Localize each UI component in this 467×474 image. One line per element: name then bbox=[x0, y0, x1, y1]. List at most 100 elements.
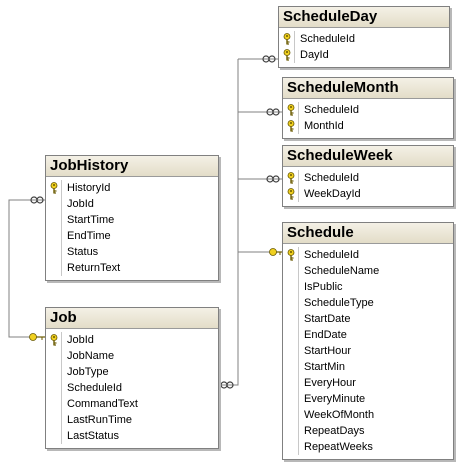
column-row[interactable]: ScheduleType bbox=[283, 295, 453, 311]
column-row[interactable]: EveryMinute bbox=[283, 391, 453, 407]
column-name: JobId bbox=[67, 334, 94, 346]
column-row[interactable]: HistoryId bbox=[46, 180, 218, 196]
column-row[interactable]: EveryHour bbox=[283, 375, 453, 391]
column-name: StartDate bbox=[304, 313, 351, 325]
primary-key-icon bbox=[283, 118, 299, 134]
column-row[interactable]: CommandText bbox=[46, 396, 218, 412]
column-name: StartTime bbox=[67, 214, 115, 226]
primary-key-icon bbox=[283, 170, 299, 186]
many-end-marker bbox=[30, 196, 44, 204]
table-title[interactable]: ScheduleWeek bbox=[283, 146, 453, 167]
column-name: JobName bbox=[67, 350, 115, 362]
relationship-jobhistory-job[interactable] bbox=[8, 199, 45, 338]
primary-key-icon bbox=[279, 31, 295, 47]
column-row[interactable]: ScheduleId bbox=[46, 380, 218, 396]
column-row[interactable]: ScheduleId bbox=[283, 170, 453, 186]
table-title[interactable]: Schedule bbox=[283, 223, 453, 244]
column-selector bbox=[46, 260, 62, 276]
table-title[interactable]: Job bbox=[46, 308, 218, 329]
primary-key-icon bbox=[283, 247, 299, 263]
column-name: LastRunTime bbox=[67, 414, 133, 426]
column-row[interactable]: Status bbox=[46, 244, 218, 260]
column-selector bbox=[46, 348, 62, 364]
column-name: ReturnText bbox=[67, 262, 121, 274]
one-end-key-icon bbox=[269, 248, 283, 256]
primary-key-icon bbox=[46, 180, 62, 196]
column-selector bbox=[46, 228, 62, 244]
column-row[interactable]: ScheduleId bbox=[283, 102, 453, 118]
column-row[interactable]: EndDate bbox=[283, 327, 453, 343]
relationship-job-schedule[interactable] bbox=[218, 251, 272, 386]
column-row[interactable]: EndTime bbox=[46, 228, 218, 244]
column-row[interactable]: ReturnText bbox=[46, 260, 218, 276]
column-row[interactable]: JobName bbox=[46, 348, 218, 364]
many-end-marker bbox=[262, 55, 276, 63]
column-selector bbox=[283, 279, 299, 295]
column-row[interactable]: JobType bbox=[46, 364, 218, 380]
primary-key-icon bbox=[46, 332, 62, 348]
column-selector bbox=[46, 364, 62, 380]
many-end-marker bbox=[266, 175, 280, 183]
one-end-key-icon bbox=[29, 333, 45, 341]
column-selector bbox=[283, 295, 299, 311]
column-name: ScheduleId bbox=[300, 33, 356, 45]
column-row[interactable]: StartHour bbox=[283, 343, 453, 359]
primary-key-icon bbox=[283, 102, 299, 118]
primary-key-icon bbox=[279, 47, 295, 63]
column-row[interactable]: IsPublic bbox=[283, 279, 453, 295]
column-name: ScheduleId bbox=[67, 382, 123, 394]
column-selector bbox=[46, 428, 62, 444]
column-name: JobType bbox=[67, 366, 109, 378]
column-row[interactable]: JobId bbox=[46, 196, 218, 212]
many-end-marker bbox=[220, 381, 234, 389]
table-title[interactable]: ScheduleMonth bbox=[283, 78, 453, 99]
column-selector bbox=[283, 439, 299, 455]
table-title[interactable]: JobHistory bbox=[46, 156, 218, 177]
column-row[interactable]: ScheduleId bbox=[279, 31, 449, 47]
column-name: ScheduleId bbox=[304, 172, 360, 184]
column-row[interactable]: DayId bbox=[279, 47, 449, 63]
column-row[interactable]: StartMin bbox=[283, 359, 453, 375]
column-name: ScheduleId bbox=[304, 104, 360, 116]
column-name: RepeatWeeks bbox=[304, 441, 373, 453]
table-title[interactable]: ScheduleDay bbox=[279, 7, 449, 28]
column-row[interactable]: MonthId bbox=[283, 118, 453, 134]
column-selector bbox=[283, 375, 299, 391]
many-end-marker bbox=[266, 108, 280, 116]
column-name: ScheduleId bbox=[304, 249, 360, 261]
column-row[interactable]: RepeatWeeks bbox=[283, 439, 453, 455]
column-row[interactable]: RepeatDays bbox=[283, 423, 453, 439]
column-row[interactable]: StartTime bbox=[46, 212, 218, 228]
column-name: IsPublic bbox=[304, 281, 343, 293]
column-name: MonthId bbox=[304, 120, 344, 132]
column-row[interactable]: JobId bbox=[46, 332, 218, 348]
column-selector bbox=[46, 196, 62, 212]
column-selector bbox=[283, 343, 299, 359]
column-name: StartHour bbox=[304, 345, 352, 357]
column-selector bbox=[283, 391, 299, 407]
column-row[interactable]: LastRunTime bbox=[46, 412, 218, 428]
column-selector bbox=[283, 311, 299, 327]
column-selector bbox=[283, 263, 299, 279]
column-row[interactable]: ScheduleId bbox=[283, 247, 453, 263]
column-row[interactable]: ScheduleName bbox=[283, 263, 453, 279]
column-name: JobId bbox=[67, 198, 94, 210]
column-row[interactable]: LastStatus bbox=[46, 428, 218, 444]
column-row[interactable]: WeekOfMonth bbox=[283, 407, 453, 423]
column-name: EndDate bbox=[304, 329, 347, 341]
column-name: Status bbox=[67, 246, 99, 258]
column-name: DayId bbox=[300, 49, 329, 61]
column-row[interactable]: StartDate bbox=[283, 311, 453, 327]
column-name: StartMin bbox=[304, 361, 345, 373]
column-row[interactable]: WeekDayId bbox=[283, 186, 453, 202]
